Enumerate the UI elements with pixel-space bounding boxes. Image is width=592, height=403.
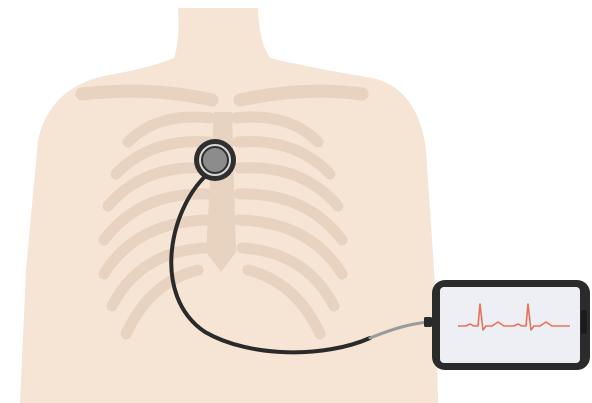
phone-side-button bbox=[581, 310, 587, 334]
cable-plug bbox=[424, 317, 432, 327]
chestpiece-diaphragm bbox=[203, 148, 227, 172]
phone-screen bbox=[440, 287, 580, 363]
smartphone-icon bbox=[432, 280, 590, 370]
stethoscope-chestpiece-icon bbox=[194, 139, 236, 181]
